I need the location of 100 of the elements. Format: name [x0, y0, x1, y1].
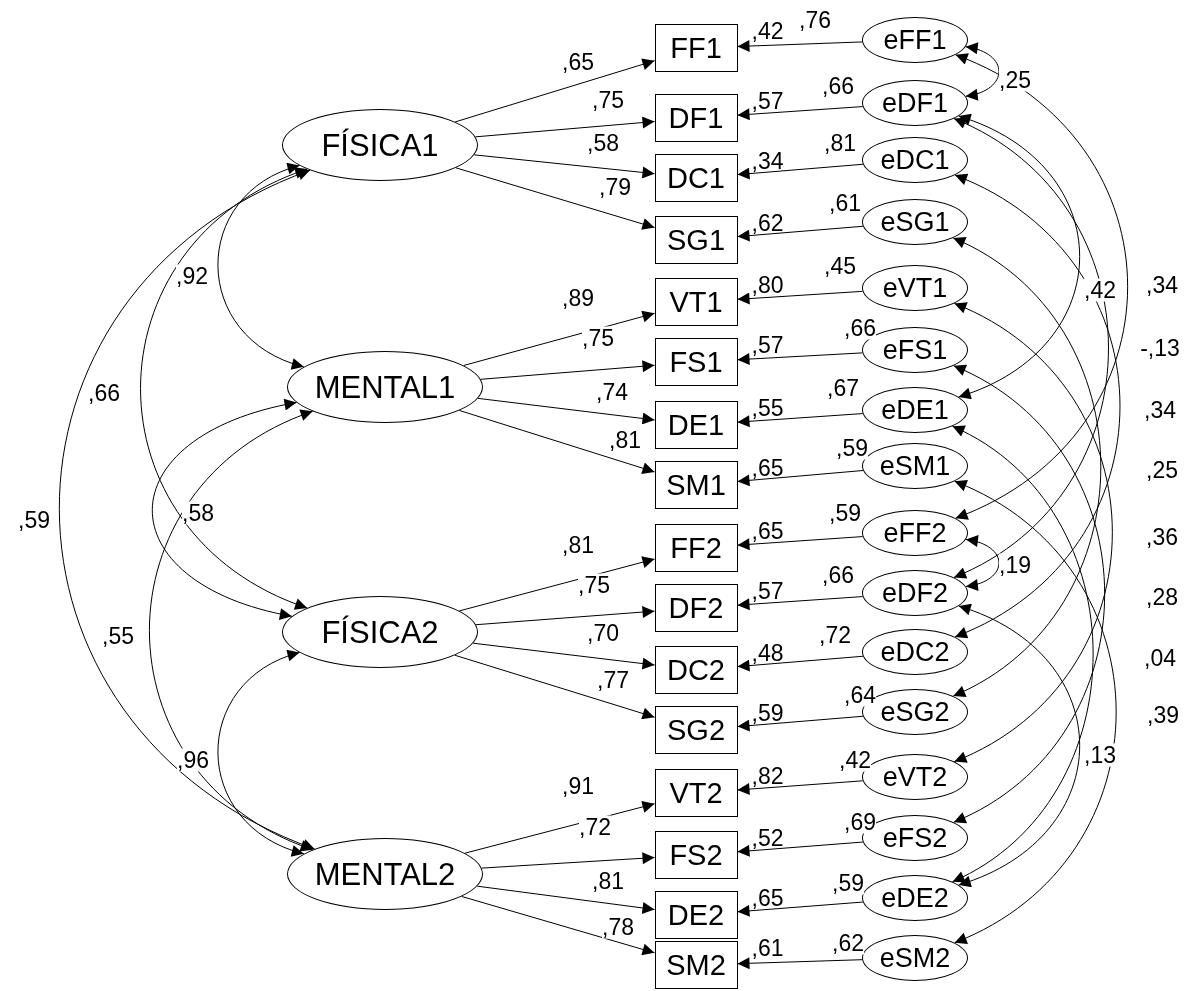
indicator-box: FF2 — [654, 524, 738, 572]
value-label: ,59 — [751, 702, 784, 725]
edge-label: ,39 — [1147, 703, 1179, 727]
indicator-box: DF1 — [654, 94, 738, 142]
arrow — [737, 655, 864, 672]
edge-label: ,04 — [1144, 646, 1176, 670]
edge-label: ,55 — [102, 624, 134, 648]
arrow — [458, 409, 655, 475]
edge-label: ,72 — [819, 623, 851, 647]
indicator-box: DE2 — [654, 891, 738, 939]
indicator-box: FS2 — [654, 831, 738, 879]
error-ellipse: eDF1 — [862, 80, 968, 126]
double-headed-arrow — [151, 399, 298, 620]
edge-label: ,61 — [829, 191, 861, 215]
error-ellipse: eFF2 — [862, 510, 968, 556]
indicator-box: VT2 — [654, 769, 738, 817]
value-label: ,57 — [751, 580, 784, 603]
double-headed-arrow — [952, 237, 1102, 697]
arrow — [737, 413, 864, 428]
arrow — [461, 895, 655, 956]
indicator-box: SG1 — [654, 216, 738, 264]
value-label: ,52 — [751, 827, 784, 850]
edge-label: ,65 — [562, 50, 594, 74]
edge-label: ,62 — [832, 931, 864, 955]
indicator-box: FF1 — [654, 24, 738, 72]
error-ellipse: eDF2 — [862, 570, 968, 616]
arrow — [737, 780, 864, 796]
double-headed-arrow — [953, 302, 1113, 763]
edge-label: ,42 — [1084, 278, 1116, 302]
edge-label: ,69 — [844, 810, 876, 834]
edge-label: ,74 — [596, 380, 628, 404]
value-label: ,80 — [751, 274, 784, 297]
arrow — [737, 40, 863, 53]
arrow — [473, 154, 655, 179]
latent-ellipse: FÍSICA2 — [282, 596, 478, 668]
value-label: ,34 — [751, 150, 784, 173]
arrow — [737, 290, 864, 305]
value-label: ,65 — [751, 457, 784, 480]
edge-label: ,59 — [836, 436, 868, 460]
edge-label: ,59 — [829, 501, 861, 525]
latent-ellipse: MENTAL2 — [287, 838, 483, 910]
double-headed-arrow — [217, 651, 305, 856]
value-label: ,61 — [751, 937, 784, 960]
indicator-box: DC1 — [654, 154, 738, 202]
latent-ellipse: FÍSICA1 — [282, 109, 478, 181]
edge-label: ,66 — [822, 563, 854, 587]
edge-label: ,13 — [1084, 743, 1116, 767]
edge-label: ,58 — [182, 501, 214, 525]
edge-label: ,75 — [578, 573, 610, 597]
value-label: ,42 — [751, 20, 784, 43]
error-ellipse: eFF1 — [862, 17, 968, 63]
edge-label: ,77 — [597, 668, 629, 692]
value-label: ,62 — [751, 212, 784, 235]
arrow — [737, 163, 864, 180]
double-headed-arrow — [217, 164, 305, 369]
value-label: ,57 — [751, 90, 784, 113]
error-ellipse: eDC1 — [862, 137, 968, 183]
edge-label: ,81 — [562, 533, 594, 557]
double-headed-arrow — [965, 43, 1000, 100]
value-label: ,65 — [751, 520, 784, 543]
edge-label: ,75 — [582, 326, 614, 350]
double-headed-arrow — [954, 480, 1117, 944]
edge-label: ,81 — [592, 869, 624, 893]
edge-label: ,36 — [1146, 525, 1178, 549]
value-label: ,48 — [751, 642, 784, 665]
arrow — [475, 606, 655, 626]
indicator-box: SM1 — [654, 461, 738, 509]
arrow — [737, 957, 863, 970]
error-ellipse: eVT1 — [862, 265, 968, 311]
indicator-box: VT1 — [654, 278, 738, 326]
edge-label: ,25 — [999, 68, 1031, 92]
double-headed-arrow — [965, 535, 1000, 591]
value-label: ,55 — [751, 397, 784, 420]
double-headed-arrow — [958, 604, 1081, 887]
double-headed-arrow — [953, 118, 1109, 578]
edge-label: ,79 — [599, 175, 631, 199]
arrow — [472, 642, 655, 670]
edge-label: ,64 — [844, 683, 876, 707]
edge-label: ,76 — [799, 8, 831, 32]
double-headed-arrow — [58, 169, 316, 850]
arrow — [458, 556, 655, 612]
edge-label: ,66 — [822, 74, 854, 98]
arrow — [737, 841, 864, 857]
edge-label: -,13 — [1140, 336, 1180, 360]
double-headed-arrow — [958, 114, 1081, 399]
edge-label: ,34 — [1144, 398, 1176, 422]
double-headed-arrow — [953, 365, 1106, 823]
arrow — [737, 715, 864, 732]
arrow — [737, 470, 864, 487]
arrow — [737, 225, 864, 242]
value-label: ,82 — [751, 765, 784, 788]
edge-label: ,45 — [824, 254, 856, 278]
value-label: ,57 — [751, 334, 784, 357]
arrow — [455, 167, 655, 230]
latent-ellipse: MENTAL1 — [287, 351, 483, 423]
arrow — [454, 654, 655, 720]
edge-label: ,25 — [1146, 458, 1178, 482]
arrow — [477, 397, 655, 425]
edge-label: ,91 — [562, 774, 594, 798]
arrow — [737, 106, 864, 121]
